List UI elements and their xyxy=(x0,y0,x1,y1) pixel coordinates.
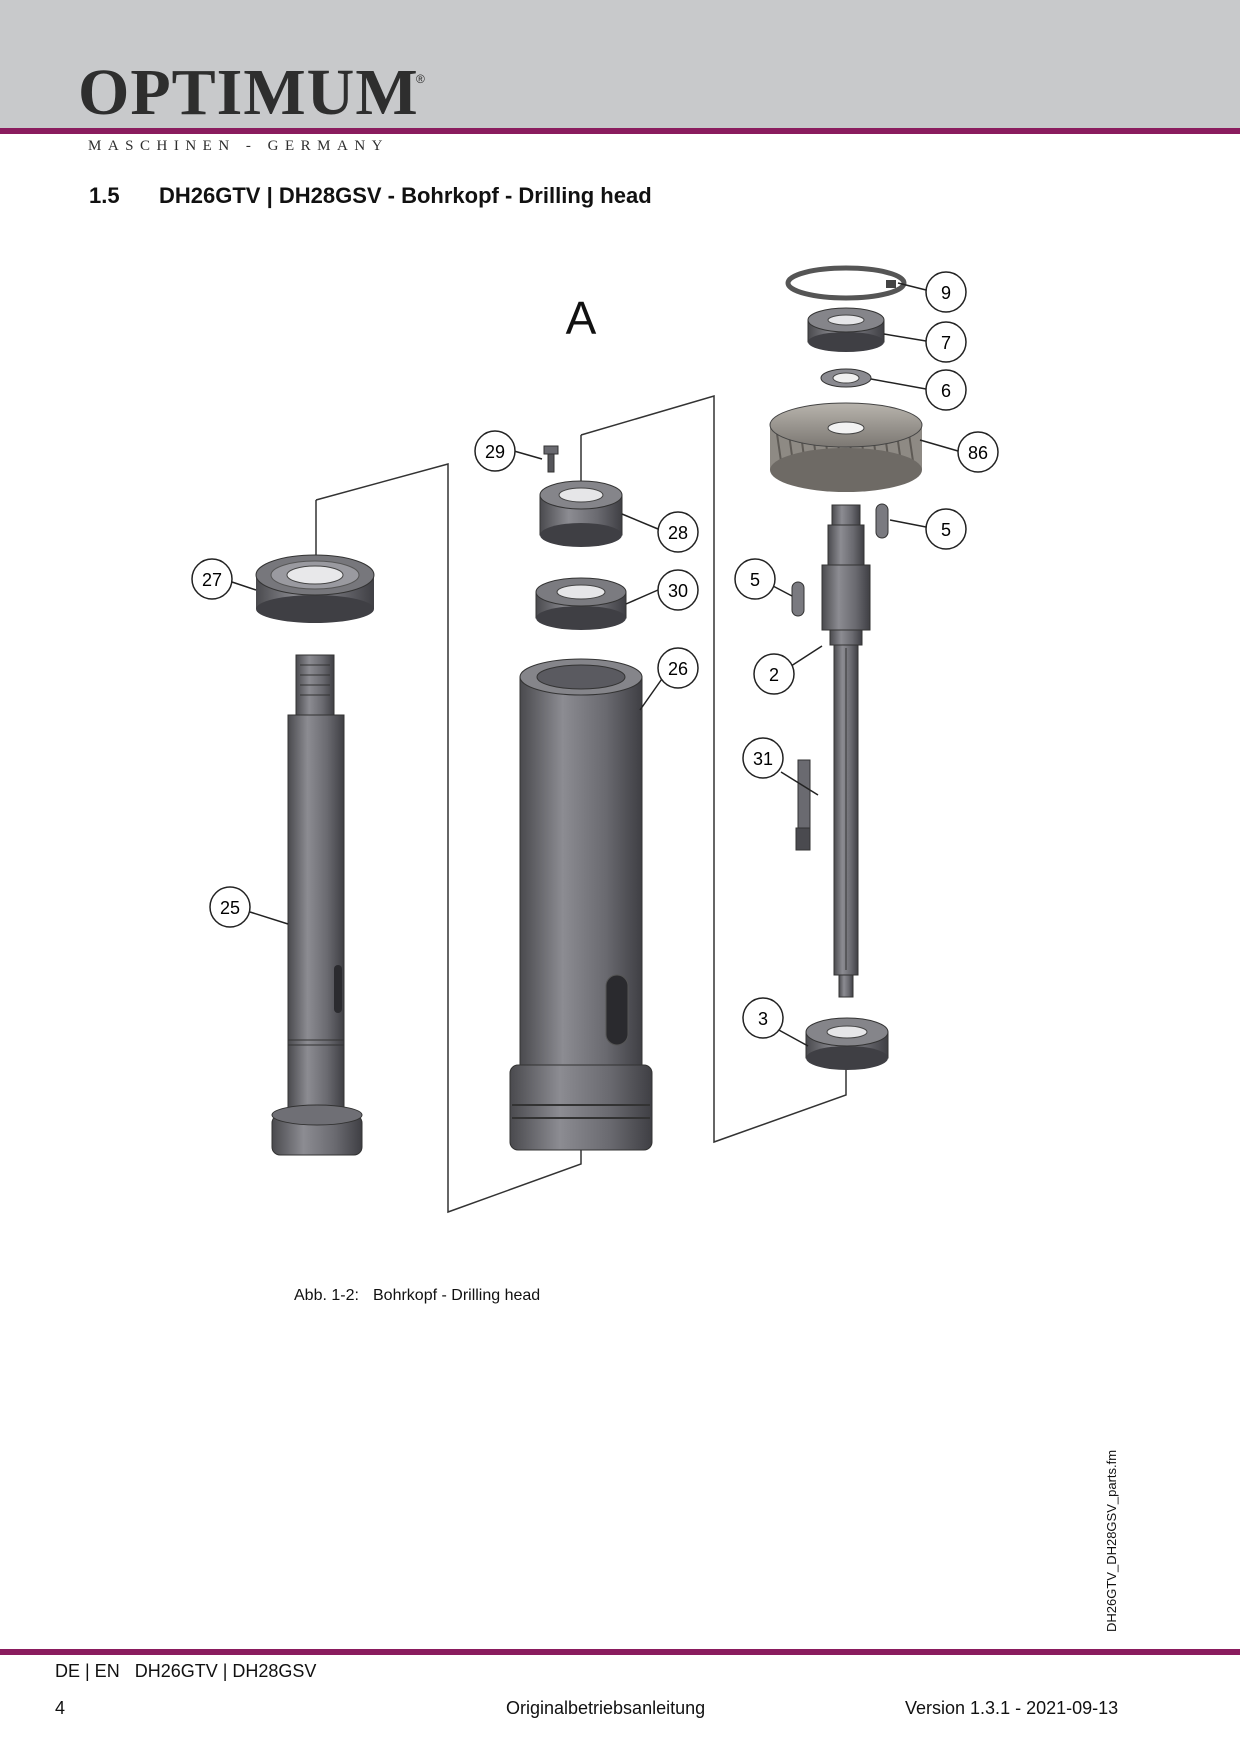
callout-28-label: 28 xyxy=(668,523,688,543)
callout-6-label: 6 xyxy=(941,381,951,401)
callout-26: 26 xyxy=(657,647,699,689)
section-heading: 1.5 DH26GTV | DH28GSV - Bohrkopf - Drilli… xyxy=(89,183,652,209)
figure-caption: Abb. 1-2: Bohrkopf - Drilling head xyxy=(294,1287,540,1305)
part-29-screw xyxy=(543,445,559,473)
figure-caption-text: Bohrkopf - Drilling head xyxy=(373,1287,541,1304)
callout-30-label: 30 xyxy=(668,581,688,601)
frame-right xyxy=(580,394,847,1144)
callout-29-label: 29 xyxy=(485,442,505,462)
footer-languages: DE | EN xyxy=(55,1661,120,1681)
callout-86-label: 86 xyxy=(968,443,988,463)
callout-3: 3 xyxy=(742,997,784,1039)
part-5-key-lower xyxy=(791,581,805,617)
callout-5-lower-label: 5 xyxy=(750,570,760,590)
callout-7-label: 7 xyxy=(941,333,951,353)
view-label: A xyxy=(566,292,597,344)
callout-6: 6 xyxy=(925,369,967,411)
section-title: DH26GTV | DH28GSV - Bohrkopf - Drilling … xyxy=(159,183,652,208)
callout-5-upper-label: 5 xyxy=(941,520,951,540)
side-filename: DH26GTV_DH28GSV_parts.fm xyxy=(1104,1449,1119,1632)
callout-9-label: 9 xyxy=(941,283,951,303)
callout-28: 28 xyxy=(657,511,699,553)
part-25-spindle xyxy=(271,654,363,1156)
part-30-bearing xyxy=(535,577,627,630)
footer-language-model: DE | EN DH26GTV | DH28GSV xyxy=(55,1661,316,1682)
footer-document-title: Originalbetriebsanleitung xyxy=(506,1698,706,1718)
part-28-nut xyxy=(539,480,623,547)
callout-31: 31 xyxy=(742,737,784,779)
callout-5-upper: 5 xyxy=(925,508,967,550)
callout-25: 25 xyxy=(209,886,251,928)
callout-3-label: 3 xyxy=(758,1009,768,1029)
leader-lines xyxy=(231,282,959,1047)
part-26-quill xyxy=(509,658,653,1151)
part-6-washer xyxy=(820,368,872,388)
callout-5-lower: 5 xyxy=(734,558,776,600)
section-number: 1.5 xyxy=(89,183,120,208)
header-rule xyxy=(0,128,1240,134)
header-band xyxy=(0,0,1240,128)
callout-7: 7 xyxy=(925,321,967,363)
callout-2-label: 2 xyxy=(769,665,779,685)
footer-models: DH26GTV | DH28GSV xyxy=(134,1661,317,1681)
callout-26-label: 26 xyxy=(668,659,688,679)
brand-tagline: MASCHINEN - GERMANY xyxy=(88,138,390,154)
footer-version: Version 1.3.1 - 2021-09-13 xyxy=(905,1698,1119,1718)
callout-30: 30 xyxy=(657,569,699,611)
callout-86: 86 xyxy=(957,431,999,473)
callout-25-label: 25 xyxy=(220,898,240,918)
registered-mark: ® xyxy=(416,72,425,86)
brand-logo: OPTIMUM xyxy=(78,56,419,129)
callout-27-label: 27 xyxy=(202,570,222,590)
exploded-parts-diagram: A xyxy=(191,265,999,1214)
footer-rule xyxy=(0,1649,1240,1655)
part-27-bearing xyxy=(255,554,375,623)
part-3-bearing xyxy=(805,1017,889,1070)
callout-9: 9 xyxy=(925,271,967,313)
callout-2: 2 xyxy=(753,653,795,695)
callout-27: 27 xyxy=(191,558,233,600)
part-5-key-upper xyxy=(875,503,889,539)
part-7-bearing xyxy=(807,307,885,352)
part-9-circlip xyxy=(785,265,907,301)
page-number: 4 xyxy=(55,1698,66,1718)
callout-31-label: 31 xyxy=(753,749,773,769)
part-31-feather-key xyxy=(795,759,811,851)
part-2-shaft xyxy=(821,504,871,998)
callout-29: 29 xyxy=(474,430,516,472)
part-86-gear xyxy=(769,402,923,492)
figure-label: Abb. 1-2: xyxy=(294,1287,359,1304)
